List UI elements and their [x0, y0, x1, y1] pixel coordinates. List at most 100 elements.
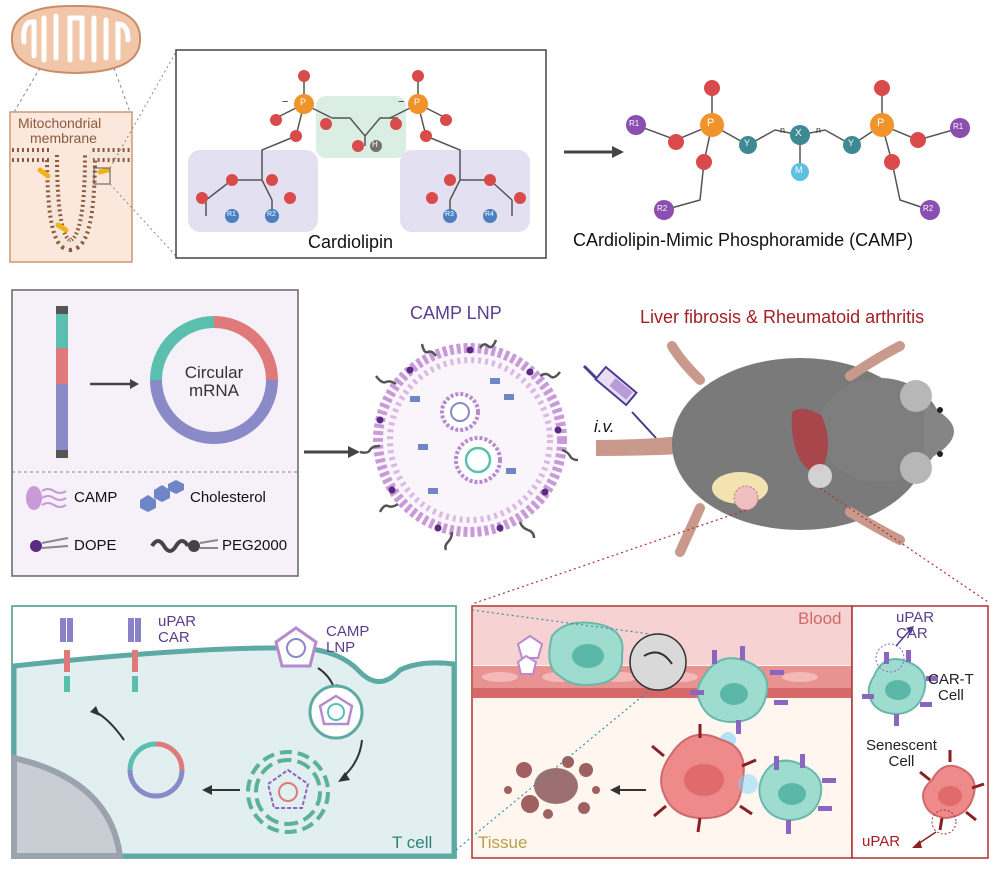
circular-mrna: [150, 316, 278, 444]
cl-minus-1: −: [282, 96, 289, 108]
circular-mrna-line1: Circular: [184, 363, 244, 382]
cl-minus-2: −: [398, 96, 405, 108]
membrane-panel: [9, 111, 133, 263]
zoom-line: [819, 487, 989, 603]
arrow-to-lnp-head: [348, 446, 360, 458]
cardiolipin-bonds: [205, 76, 513, 216]
cholesterol-legend-icon: [140, 480, 184, 512]
lnp-in-blood: [516, 634, 544, 675]
legend-peg: PEG2000: [222, 537, 288, 554]
tcell-lnp-line2: LNP: [326, 638, 356, 656]
endosomal-escape: [246, 750, 330, 834]
interaction-glow: [738, 774, 758, 794]
dope-legend-icon: [30, 537, 69, 552]
translation-arrow-head: [90, 706, 100, 716]
side-senescent-label: Senescent Cell: [866, 738, 937, 770]
cl-atom-p2: P: [414, 97, 421, 107]
cl-atom-p1: P: [300, 97, 307, 107]
acyl-highlight-left: [188, 150, 318, 232]
mitochondrion-icon: [10, 4, 142, 75]
cl-r3: R3: [445, 211, 454, 218]
camp-r2-right: R2: [923, 204, 934, 213]
t-cell-nucleus: [572, 644, 604, 668]
zoom-line: [109, 183, 177, 257]
iv-label: i.v.: [594, 417, 615, 436]
upar-markers: [651, 724, 757, 833]
tcell-lnp-line1: CAMP: [326, 623, 370, 640]
zoom-line: [109, 51, 177, 169]
syringe-icon: [582, 364, 657, 439]
camp-atom-x: X: [795, 128, 802, 139]
endocytosis-vesicle: [308, 684, 364, 740]
legend-camp: CAMP: [74, 489, 118, 506]
mouse-illustration: [596, 341, 954, 557]
legend-cholesterol: Cholesterol: [190, 489, 266, 506]
lnp-particle: [359, 339, 579, 551]
tcell-upar-line1: uPAR: [158, 613, 197, 630]
cardiolipin-atoms: [196, 70, 526, 223]
camp-atom-m: M: [795, 165, 803, 175]
side-cart-line1: CAR-T: [928, 671, 974, 688]
legend-dope: DOPE: [74, 537, 117, 554]
camp-caption: CArdiolipin-Mimic Phosphoramide (CAMP): [573, 230, 914, 250]
cl-r1: R1: [227, 211, 236, 218]
car-markers: [774, 754, 836, 834]
side-cart-line2: Cell: [937, 686, 964, 704]
acyl-highlight-right: [400, 150, 530, 232]
side-sen-line1: Senescent: [866, 737, 937, 754]
side-cart-label: CAR-T Cell: [928, 672, 974, 704]
circular-mrna-label: Circular mRNA: [178, 364, 250, 400]
tcell-lnp-label: CAMP LNP: [326, 624, 369, 656]
camp-r2-left: R2: [657, 204, 668, 213]
circular-mrna-line2: mRNA: [188, 380, 240, 400]
car-markers: [862, 650, 938, 726]
arrow-to-camp-head: [612, 146, 624, 158]
lnp-small: [274, 626, 318, 668]
tcell-label: T cell: [392, 833, 433, 852]
cell-legend-panel: [851, 605, 989, 859]
tissue-label: Tissue: [478, 833, 528, 852]
zoom-line: [455, 689, 651, 851]
zoom-line: [13, 67, 41, 113]
cl-atom-h: H: [372, 140, 378, 149]
side-upar-car-label: uPAR CAR: [896, 610, 934, 642]
zoom-line: [471, 509, 747, 605]
lnp-title: CAMP LNP: [410, 303, 502, 323]
zoom-line: [113, 67, 131, 113]
camp-n-right: n: [816, 125, 822, 135]
camp-atom-y1: Y: [744, 138, 751, 148]
car-markers: [690, 646, 788, 734]
circularize-arrow-head: [130, 379, 139, 389]
camp-bonds: [635, 88, 961, 211]
cl-r2: R2: [267, 211, 276, 218]
mito-label-line2: membrane: [30, 129, 97, 146]
linear-mrna: [56, 306, 68, 458]
camp-r1-right: R1: [953, 122, 964, 131]
glycerol-highlight: [316, 96, 406, 158]
camp-n-left: n: [780, 125, 786, 135]
side-upar-label: uPAR: [862, 833, 901, 850]
camp-atom-y2: Y: [848, 138, 855, 148]
side-upar-line1: uPAR: [896, 609, 935, 626]
tcell-upar-car-label: uPAR CAR: [158, 614, 196, 646]
camp-atom-p2: P: [877, 117, 885, 129]
side-sen-line2: Cell: [888, 752, 915, 770]
cl-r4: R4: [485, 211, 494, 218]
released-circular-mrna: [127, 741, 185, 799]
killing-arrow-head: [610, 785, 620, 795]
camp-r1-left: R1: [629, 119, 640, 128]
upar-markers: [919, 750, 985, 831]
tcell-upar-line2: CAR: [158, 628, 190, 646]
camp-atoms: [626, 80, 970, 220]
mito-membrane-label: Mitochondrial membrane: [18, 116, 101, 145]
release-arrow-head: [202, 785, 212, 795]
car-receptors: [60, 618, 141, 692]
cardiolipin-caption: Cardiolipin: [308, 232, 394, 252]
mito-label-line1: Mitochondrial: [18, 115, 102, 131]
camp-atom-p1: P: [707, 117, 715, 129]
endosome-arrow-head: [338, 772, 350, 782]
blood-label: Blood: [798, 609, 842, 628]
disease-title: Liver fibrosis & Rheumatoid arthritis: [640, 307, 925, 327]
side-upar-line2: CAR: [896, 624, 928, 642]
